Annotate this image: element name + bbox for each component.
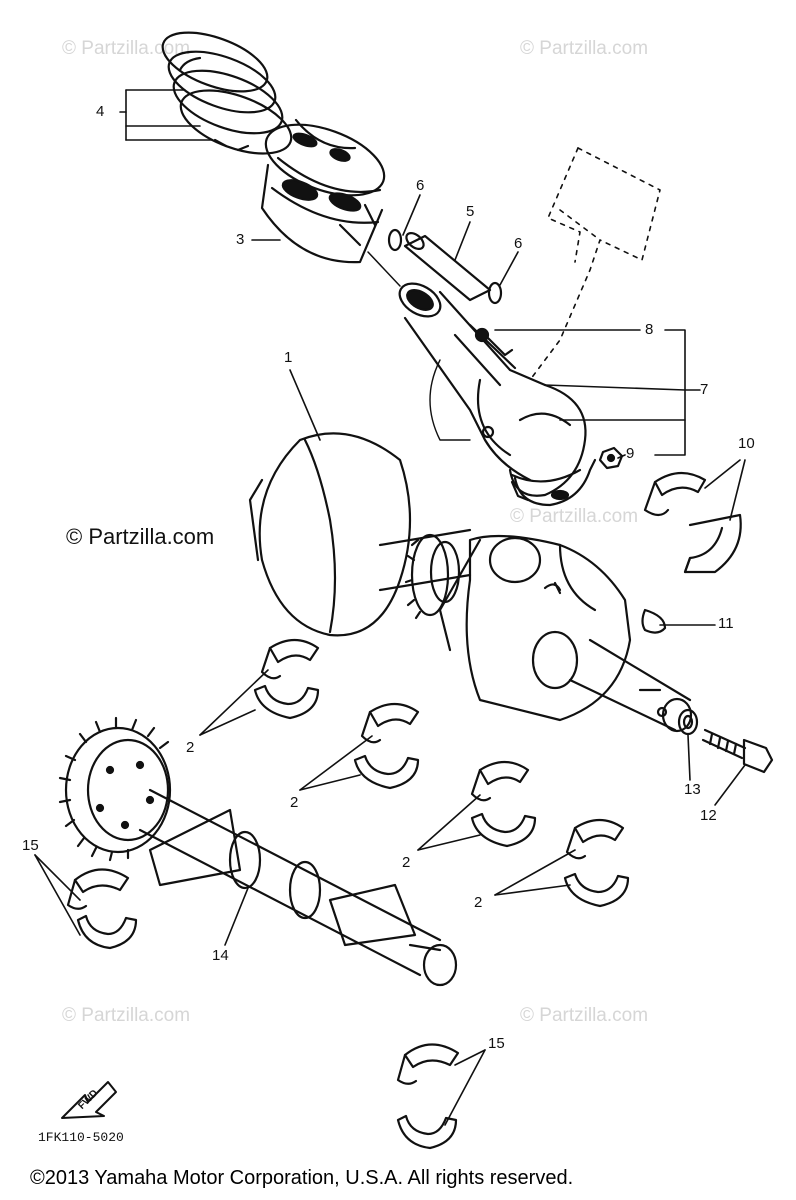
nut bbox=[598, 446, 624, 470]
callout-6: 6 bbox=[416, 177, 425, 194]
circlips-and-pin bbox=[387, 228, 503, 305]
callout-15: 15 bbox=[488, 1035, 505, 1052]
watermark: © Partzilla.com bbox=[62, 1005, 191, 1026]
callout-1: 1 bbox=[284, 349, 293, 366]
connecting-rod bbox=[398, 282, 587, 497]
callout-4: 4 bbox=[96, 103, 105, 120]
watermark: © Partzilla.com bbox=[520, 1005, 649, 1026]
callout-10: 10 bbox=[738, 435, 755, 452]
callout-2: 2 bbox=[402, 854, 411, 871]
copyright-notice: ©2013 Yamaha Motor Corporation, U.S.A. A… bbox=[30, 1167, 574, 1189]
callout-5: 5 bbox=[466, 203, 475, 220]
callout-6: 6 bbox=[514, 235, 523, 252]
callout-15: 15 bbox=[22, 837, 39, 854]
callout-2: 2 bbox=[186, 739, 195, 756]
watermark: © Partzilla.com bbox=[62, 38, 191, 59]
diagram-code: 1FK110-5020 bbox=[38, 1130, 124, 1145]
fwd-arrow-icon bbox=[61, 1081, 117, 1119]
callout-2: 2 bbox=[474, 894, 483, 911]
callout-3: 3 bbox=[236, 231, 245, 248]
woodruff-key bbox=[641, 608, 667, 634]
crankshaft bbox=[248, 432, 693, 733]
piston-rings bbox=[161, 31, 293, 155]
callout-13: 13 bbox=[684, 781, 701, 798]
callout-8: 8 bbox=[645, 321, 654, 338]
phantom-outline bbox=[529, 147, 661, 381]
leader-lines bbox=[34, 89, 746, 1126]
bearings-10 bbox=[643, 471, 742, 574]
callout-7: 7 bbox=[700, 381, 709, 398]
callout-14: 14 bbox=[212, 947, 229, 964]
watermark: © Partzilla.com bbox=[510, 506, 639, 527]
washer-and-bolt bbox=[677, 708, 774, 774]
callout-12: 12 bbox=[700, 807, 717, 824]
callout-2: 2 bbox=[290, 794, 299, 811]
main-bearings bbox=[253, 638, 630, 908]
callout-11: 11 bbox=[718, 615, 734, 632]
watermark-prominent: © Partzilla.com bbox=[66, 524, 215, 549]
callout-9: 9 bbox=[626, 445, 635, 462]
balancer-shaft bbox=[58, 716, 458, 987]
piston bbox=[260, 118, 386, 264]
watermark: © Partzilla.com bbox=[520, 38, 649, 59]
fwd-label: FWD bbox=[76, 1088, 100, 1112]
balancer-bearings bbox=[66, 868, 460, 1150]
rod-cap bbox=[510, 458, 597, 507]
